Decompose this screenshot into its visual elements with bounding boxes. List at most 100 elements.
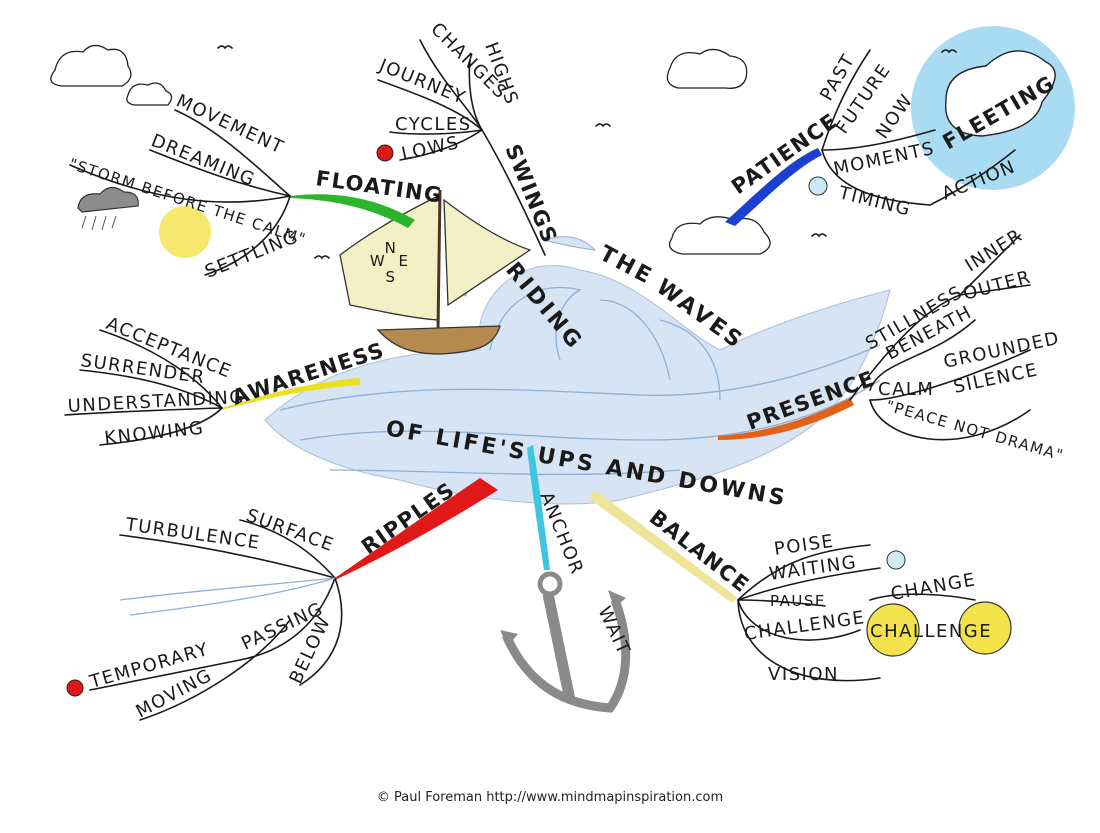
line-changes [419, 39, 483, 131]
storm-cloud [77, 186, 139, 213]
bird-5 [941, 49, 957, 54]
node-timing: TIMING [836, 182, 913, 220]
challenge-circle-1 [866, 603, 920, 657]
line-vision [737, 599, 881, 682]
branch-label-swings: SWINGS [500, 141, 562, 247]
line-understanding [64, 407, 223, 416]
anchor-drawing [500, 571, 631, 713]
line-below [299, 577, 343, 686]
cloud-small-left [126, 82, 173, 106]
ripple-water [119, 577, 336, 616]
line-stillness [849, 234, 1021, 401]
compass-s: S [385, 268, 396, 286]
temporary-marker-icon [66, 679, 84, 697]
ribbon-patience [725, 148, 822, 226]
line-surface [239, 519, 336, 579]
spray-1 [543, 236, 597, 251]
line-storm [69, 164, 291, 203]
node-challenge-circled: CHALLENGE [870, 621, 992, 642]
node-inner: INNER [962, 225, 1027, 277]
ribbon-floating [290, 194, 415, 228]
branch-ripples: RIPPLES SURFACE TURBULENCE PASSING TEMPO… [87, 477, 460, 722]
sky-decoration [50, 26, 1075, 260]
line-past [821, 49, 871, 151]
node-journey: JOURNEY [375, 55, 469, 109]
line-movement [174, 109, 291, 197]
branch-swings: SWINGS HIGHS CHANGES JOURNEY CYCLES LOWS [375, 19, 562, 248]
challenge-circle-2 [958, 601, 1012, 655]
wave-line-1 [279, 344, 881, 411]
anchor-shank [542, 592, 576, 702]
branch-ribbons [222, 148, 854, 603]
storm-rain [81, 215, 117, 231]
line-grounded [869, 349, 1031, 401]
copyright-footer: © Paul Foreman http://www.mindmapinspira… [376, 790, 724, 805]
mast [436, 189, 442, 331]
node-lows: LOWS [400, 132, 462, 165]
cloud-top-left [50, 44, 132, 87]
line-change [869, 593, 976, 601]
line-outer [959, 284, 1031, 296]
node-vision: VISION [768, 664, 839, 685]
wave-curl-2 [599, 299, 671, 381]
cloud-fleeting [944, 50, 1056, 137]
ribbon-ripples [335, 478, 498, 580]
line-journey [377, 79, 483, 131]
sun [159, 206, 211, 258]
node-peace-not-drama: "PEACE NOT DRAMA" [884, 397, 1066, 465]
lows-marker-icon [376, 144, 394, 162]
line-moving [139, 619, 291, 721]
node-cycles: CYCLES [395, 114, 472, 135]
node-settling: SETTLING [202, 226, 302, 283]
bird-1 [217, 45, 233, 50]
line-settling [204, 195, 291, 276]
line-dreaming [149, 149, 291, 197]
ribbon-balance [588, 490, 738, 603]
node-calm: CALM [878, 379, 934, 400]
swings-line [481, 129, 546, 256]
line-beneath [869, 319, 976, 391]
line-challenge [737, 599, 861, 641]
line-knowing [99, 407, 223, 446]
branch-lines [64, 39, 1031, 721]
line-timing [821, 149, 1016, 206]
clock-icon-2 [886, 550, 906, 570]
wave-curl-3 [659, 319, 721, 401]
ribbon-awareness [222, 378, 360, 410]
ribbon-presence [718, 398, 854, 440]
anchor-ring [537, 571, 563, 597]
line-acceptance [99, 329, 223, 409]
anchor-arms [501, 598, 631, 713]
line-poise [737, 544, 871, 601]
wave-line-3 [329, 469, 681, 476]
bird-4 [314, 255, 330, 260]
line-temporary [89, 577, 336, 691]
line-cycles [389, 129, 483, 135]
node-knowing: KNOWING [103, 418, 205, 449]
cloud-patience [668, 216, 771, 255]
sailboat: N W E S [339, 189, 532, 355]
node-change: CHANGE [889, 569, 978, 605]
bird-2 [595, 123, 611, 128]
line-lows [399, 129, 483, 161]
cloud-top-right [666, 48, 748, 89]
line-waiting [737, 567, 881, 601]
node-understanding: UNDERSTANDING [67, 387, 245, 417]
jib-sail [443, 198, 532, 307]
node-moments: MOMENTS [832, 138, 937, 180]
line-surrender [79, 369, 223, 409]
line-pause [737, 599, 826, 607]
line-moments [821, 129, 936, 151]
clock-icon-1 [808, 176, 828, 196]
node-pause: PAUSE [770, 592, 826, 610]
line-peace [869, 399, 1031, 441]
wave-line-2 [299, 379, 881, 441]
compass-e: E [399, 252, 410, 270]
hull [376, 325, 501, 355]
bird-3 [811, 233, 827, 238]
node-now: NOW [872, 90, 918, 143]
line-turbulence [119, 534, 336, 579]
anchor-flukes [500, 590, 626, 646]
wave-curl-1 [489, 286, 582, 361]
